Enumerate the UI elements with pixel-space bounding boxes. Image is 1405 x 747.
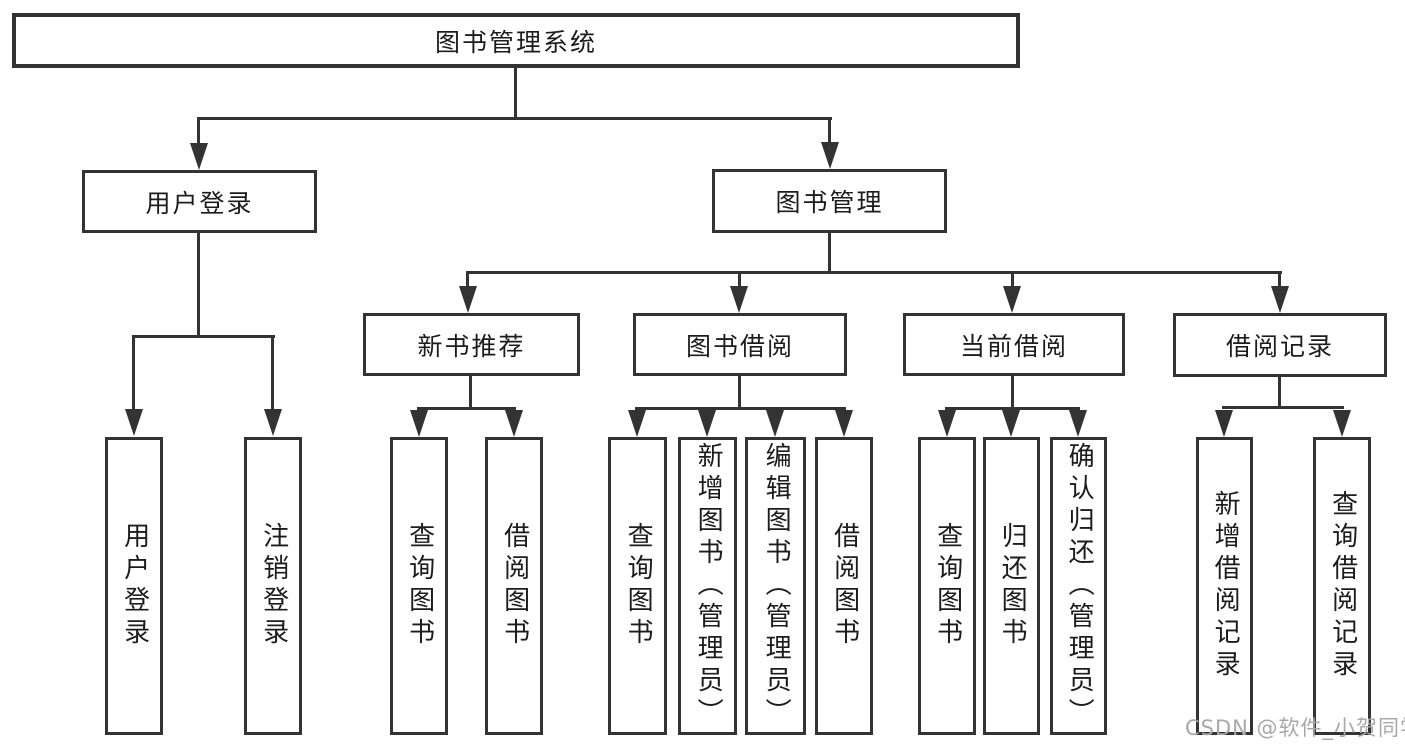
leaf-borrow-query-books-label: 查询图书 [623, 522, 654, 650]
leaf-records-query-record: 查询借阅记录 [1313, 437, 1371, 735]
connector-borrow-records-stem [1278, 375, 1281, 409]
leaf-borrow-query-books: 查询图书 [608, 437, 667, 735]
connector-new-book-stem [469, 374, 472, 409]
arrowhead-icon [698, 410, 716, 437]
watermark: CSDN @软件_小贺同学 [1185, 716, 1405, 740]
leaf-logout-login-label: 注销登录 [258, 522, 289, 650]
arrowhead-icon [938, 410, 956, 437]
leaf-logout-login: 注销登录 [244, 437, 302, 735]
leaf-borrow-borrow-books-label: 借阅图书 [829, 522, 860, 650]
leaf-current-query-books-label: 查询图书 [932, 522, 963, 650]
leaf-current-return-books: 归还图书 [983, 437, 1040, 735]
arrowhead-icon [821, 142, 839, 169]
node-book-borrow: 图书借阅 [633, 313, 847, 376]
arrowhead-icon [264, 409, 282, 436]
connector-level3-bar [466, 271, 1282, 274]
connector-new-book-bar [417, 407, 516, 410]
leaf-current-confirm-return-admin-label: 确认归还（管理员） [1064, 442, 1095, 730]
node-book-borrow-label: 图书借阅 [685, 331, 794, 361]
arrowhead-icon [1333, 410, 1351, 437]
connector-stem-book-management [828, 117, 831, 145]
connector-user-login-bar [132, 335, 275, 338]
node-root: 图书管理系统 [12, 13, 1020, 68]
connector-stem-book-borrow [738, 271, 741, 289]
connector-root-stem [514, 66, 517, 119]
arrowhead-icon [125, 409, 143, 436]
leaf-borrow-add-books-admin: 新增图书（管理员） [678, 437, 737, 735]
leaf-borrow-add-books-admin-label: 新增图书（管理员） [693, 442, 724, 730]
leaf-records-add-record-label: 新增借阅记录 [1210, 490, 1241, 682]
leaf-records-add-record: 新增借阅记录 [1196, 437, 1253, 735]
node-book-management: 图书管理 [712, 169, 947, 233]
connector-user-login-stem [197, 231, 200, 337]
arrowhead-icon [410, 410, 428, 437]
leaf-user-login: 用户登录 [105, 437, 163, 735]
node-borrow-records-label: 借阅记录 [1225, 332, 1334, 361]
connector-current-borrow-bar [945, 407, 1080, 410]
node-current-borrow-label: 当前借阅 [959, 331, 1068, 361]
connector-stem-current-borrow [1011, 271, 1014, 289]
leaf-user-login-label: 用户登录 [119, 522, 150, 650]
connector-book-management-stem [828, 231, 831, 274]
leaf-records-query-record-label: 查询借阅记录 [1327, 490, 1358, 682]
connector-leaf-stem [271, 335, 274, 410]
node-user-login-label: 用户登录 [145, 188, 254, 218]
connector-stem-borrow-records [1278, 271, 1281, 289]
leaf-borrow-borrow-books: 借阅图书 [815, 437, 873, 735]
connector-stem-user-login [197, 117, 200, 147]
node-user-login: 用户登录 [82, 170, 317, 233]
node-new-book-recommend: 新书推荐 [363, 313, 580, 376]
leaf-newbook-borrow-books: 借阅图书 [485, 437, 543, 735]
arrowhead-icon [766, 410, 784, 437]
leaf-current-query-books: 查询图书 [918, 437, 976, 735]
node-book-management-label: 图书管理 [775, 188, 884, 217]
connector-book-borrow-stem [738, 374, 741, 409]
arrowhead-icon [459, 286, 477, 313]
leaf-newbook-query-books-label: 查询图书 [404, 522, 435, 650]
arrowhead-icon [1069, 410, 1087, 437]
arrowhead-icon [1215, 410, 1233, 437]
arrowhead-icon [1003, 286, 1021, 313]
connector-current-borrow-stem [1011, 374, 1014, 409]
node-borrow-records: 借阅记录 [1173, 313, 1387, 377]
leaf-newbook-query-books: 查询图书 [390, 437, 448, 735]
connector-borrow-records-bar [1222, 406, 1344, 409]
arrowhead-icon [505, 410, 523, 437]
arrowhead-icon [628, 410, 646, 437]
arrowhead-icon [835, 410, 853, 437]
connector-stem-new-book [466, 271, 469, 289]
connector-leaf-stem [132, 335, 135, 410]
node-root-label: 图书管理系统 [434, 27, 597, 57]
leaf-newbook-borrow-books-label: 借阅图书 [499, 522, 530, 650]
arrowhead-icon [1002, 410, 1020, 437]
connector-level2-bar [198, 117, 832, 120]
leaf-borrow-edit-books-admin: 编辑图书（管理员） [745, 437, 806, 735]
arrowhead-icon [1271, 286, 1289, 313]
arrowhead-icon [190, 143, 208, 170]
connector-book-borrow-bar [635, 407, 846, 410]
leaf-current-return-books-label: 归还图书 [997, 522, 1028, 650]
leaf-current-confirm-return-admin: 确认归还（管理员） [1050, 437, 1107, 735]
node-current-borrow: 当前借阅 [903, 313, 1125, 376]
node-new-book-recommend-label: 新书推荐 [417, 331, 526, 361]
arrowhead-icon [730, 286, 748, 313]
leaf-borrow-edit-books-admin-label: 编辑图书（管理员） [761, 442, 792, 730]
